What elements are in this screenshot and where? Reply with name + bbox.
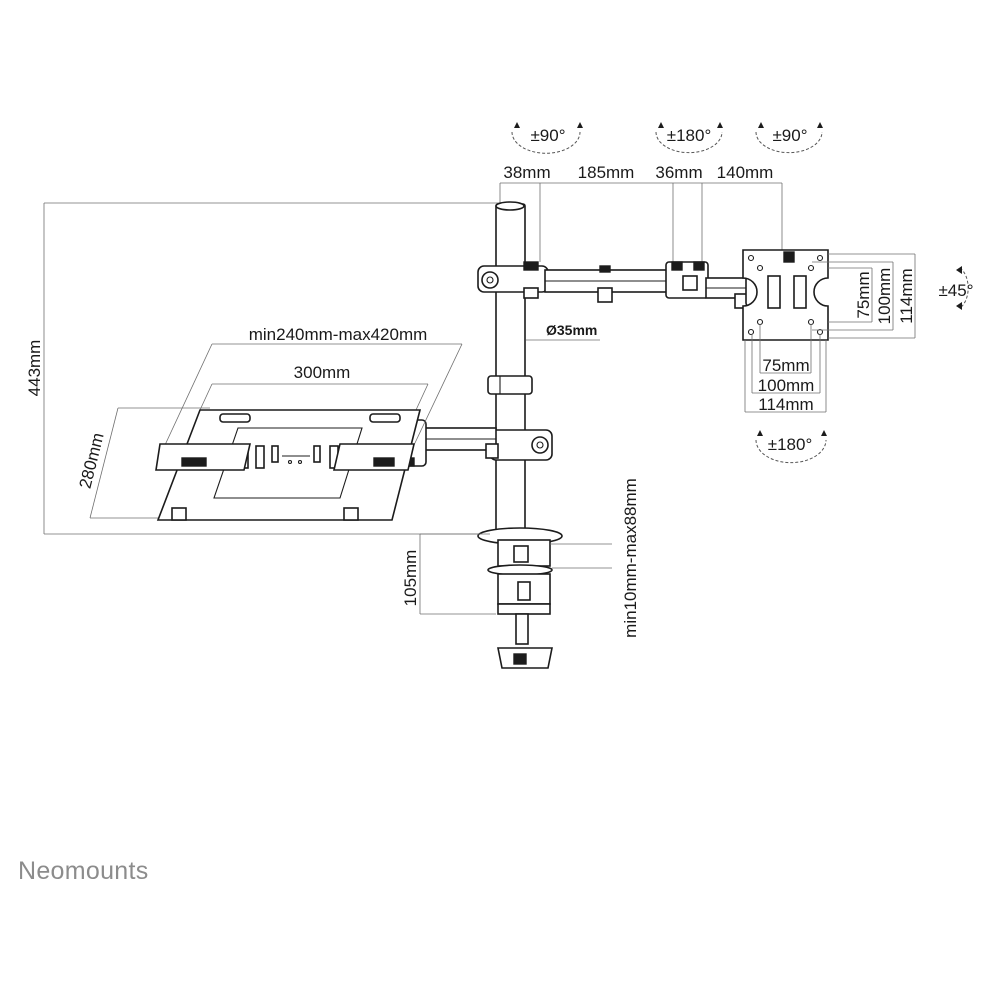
vesa-plate [742, 249, 829, 341]
tilt-left-label: ±90° [530, 126, 565, 145]
swivel-mid-label: ±180° [667, 126, 712, 145]
vesa-vertical-114-label: 114mm [897, 268, 916, 323]
vesa-vertical-75-label: 75mm [854, 271, 873, 318]
vesa-vertical-100-label: 100mm [875, 268, 894, 325]
pole-diameter-label: Ø35mm [546, 322, 597, 338]
clamp-height-label: 105mm [401, 550, 420, 607]
height-443-label: 443mm [25, 340, 44, 397]
swivel-bottom-label: ±180° [768, 435, 813, 454]
rotation-arc-icon [755, 131, 823, 154]
arrow-up-icon [758, 122, 764, 128]
arrow-up-icon [658, 122, 664, 128]
rotation-arc-icon [959, 267, 969, 309]
tilt-right-label: ±90° [772, 126, 807, 145]
rotate-side-label: ±45° [938, 281, 973, 300]
segment-38-label: 38mm [503, 163, 550, 182]
arrow-icon [956, 302, 962, 310]
swivel-mid-indicator: ±180° [655, 122, 723, 154]
vesa-horizontal-75-label: 75mm [762, 356, 809, 375]
tilt-right-indicator: ±90° [755, 122, 823, 154]
arrow-up-icon [757, 430, 763, 436]
rotation-arc-icon [755, 439, 827, 464]
brand-logo: Neomounts [18, 857, 149, 885]
segment-140-label: 140mm [717, 163, 774, 182]
cable-clip [487, 375, 533, 395]
tray-width-range-label: min240mm-max420mm [249, 325, 428, 344]
tilt-left-indicator: ±90° [511, 122, 583, 154]
clamp-height-dimension: 105mm [401, 533, 496, 615]
height-dimension: 443mm [25, 202, 500, 535]
tray-width-dimensions: min240mm-max420mm 300mm [164, 325, 463, 446]
vesa-horizontal-100-label: 100mm [758, 376, 815, 395]
tray-width-label: 300mm [294, 363, 351, 382]
swivel-bottom-indicator: ±180° [755, 430, 827, 464]
pole-diameter-callout: Ø35mm [526, 322, 600, 341]
rotate-side-indicator: ±45° [938, 266, 974, 310]
top-dimension-chain: 38mm 185mm 36mm 140mm [499, 163, 783, 262]
arrow-up-icon [514, 122, 520, 128]
desk-thickness-dimension: min10mm-max88mm [550, 478, 640, 638]
arrow-up-icon [817, 122, 823, 128]
segment-185-label: 185mm [578, 163, 635, 182]
tray-depth-label: 280mm [76, 431, 108, 491]
vesa-horizontal-114-label: 114mm [758, 395, 813, 414]
arrow-up-icon [821, 430, 827, 436]
rotation-arc-icon [655, 131, 723, 154]
arrow-up-icon [717, 122, 723, 128]
pole [495, 201, 526, 533]
monitor-arm [477, 261, 759, 309]
laptop-tray [155, 409, 422, 521]
arrow-up-icon [577, 122, 583, 128]
vesa-horizontal-dimensions: 75mm 100mm 114mm [744, 324, 827, 414]
vesa-vertical-dimensions: 75mm 100mm 114mm [812, 253, 916, 339]
segment-36-label: 36mm [655, 163, 702, 182]
desk-thickness-label: min10mm-max88mm [621, 478, 640, 638]
arrow-icon [956, 266, 962, 274]
desk-clamp [477, 527, 563, 669]
